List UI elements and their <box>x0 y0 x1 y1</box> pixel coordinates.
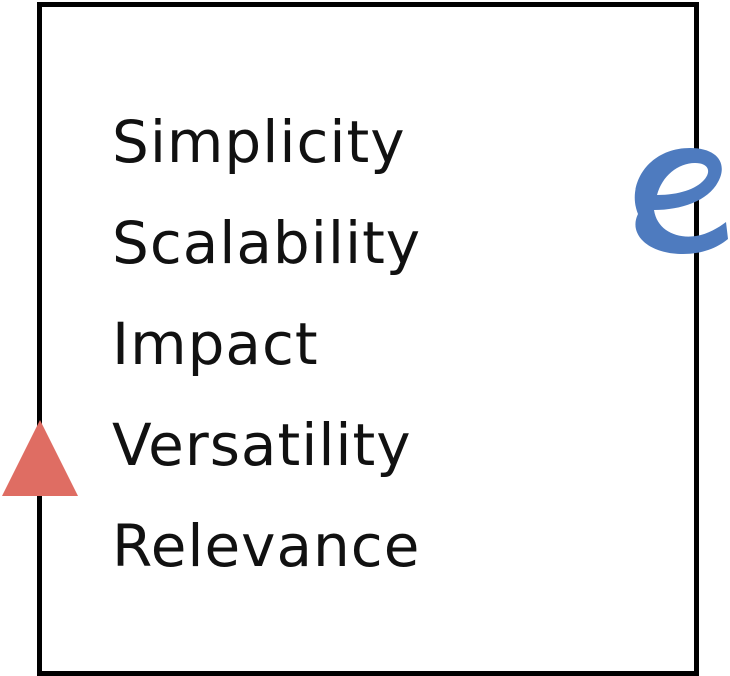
bordered-frame <box>37 2 699 676</box>
word-item: Versatility <box>112 411 412 479</box>
blue-e-icon <box>634 148 728 254</box>
word-item: Impact <box>112 310 319 378</box>
word-list: Simplicity Scalability Impact Versatilit… <box>112 92 421 597</box>
word-item: Scalability <box>112 209 422 277</box>
word-item: Relevance <box>112 512 421 580</box>
word-item: Simplicity <box>112 108 406 176</box>
red-triangle-icon <box>2 420 78 496</box>
